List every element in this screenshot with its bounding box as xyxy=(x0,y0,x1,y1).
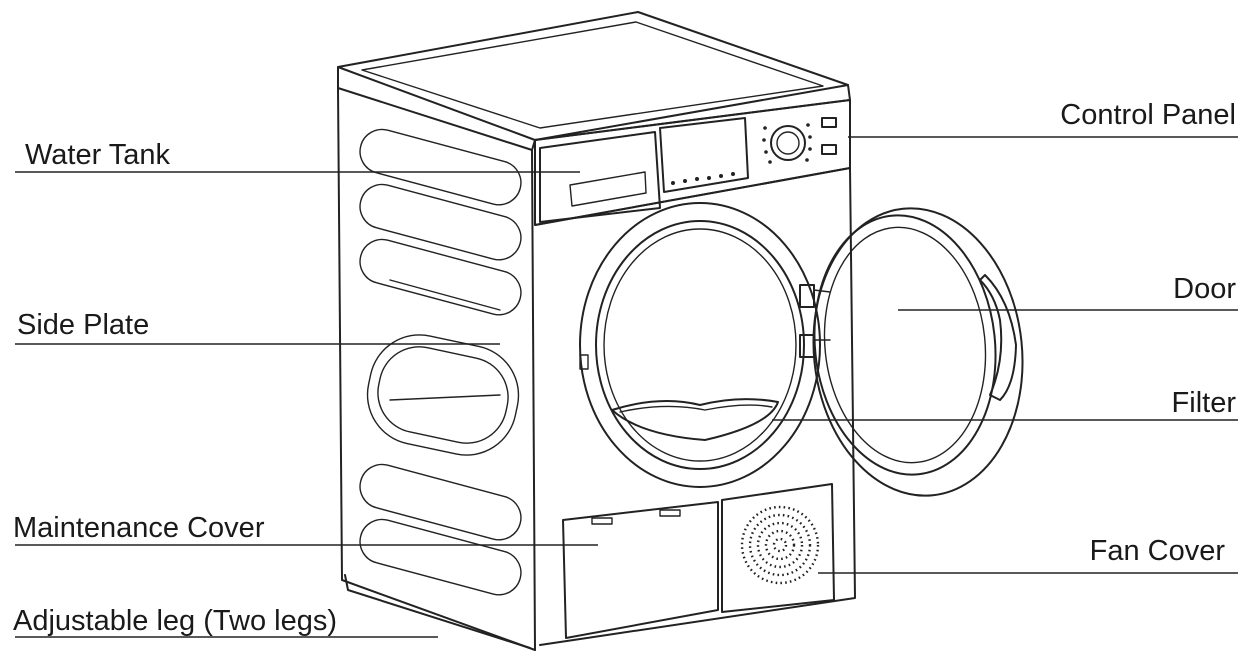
label-fan-cover: Fan Cover xyxy=(1090,535,1226,567)
fan-cover xyxy=(722,484,834,612)
panel-button xyxy=(822,118,836,127)
water-tank-drawer xyxy=(540,132,660,222)
panel-button xyxy=(822,145,836,154)
control-strip xyxy=(535,100,850,225)
program-knob xyxy=(771,126,805,160)
front-panel xyxy=(535,168,855,645)
label-filter: Filter xyxy=(1172,387,1237,419)
labels: Water Tank Side Plate Maintenance Cover … xyxy=(13,99,1236,637)
door xyxy=(800,198,1037,506)
door-opening xyxy=(580,203,820,487)
dryer-illustration xyxy=(338,12,1036,650)
label-adjustable-leg: Adjustable leg (Two legs) xyxy=(13,605,337,637)
label-maintenance-cover: Maintenance Cover xyxy=(13,512,265,544)
label-control-panel: Control Panel xyxy=(1060,99,1236,131)
label-side-plate: Side Plate xyxy=(17,309,149,341)
top-lid xyxy=(338,12,850,150)
label-door: Door xyxy=(1173,273,1236,305)
maintenance-cover xyxy=(563,502,718,638)
display-screen xyxy=(660,118,748,192)
label-water-tank: Water Tank xyxy=(25,139,171,171)
